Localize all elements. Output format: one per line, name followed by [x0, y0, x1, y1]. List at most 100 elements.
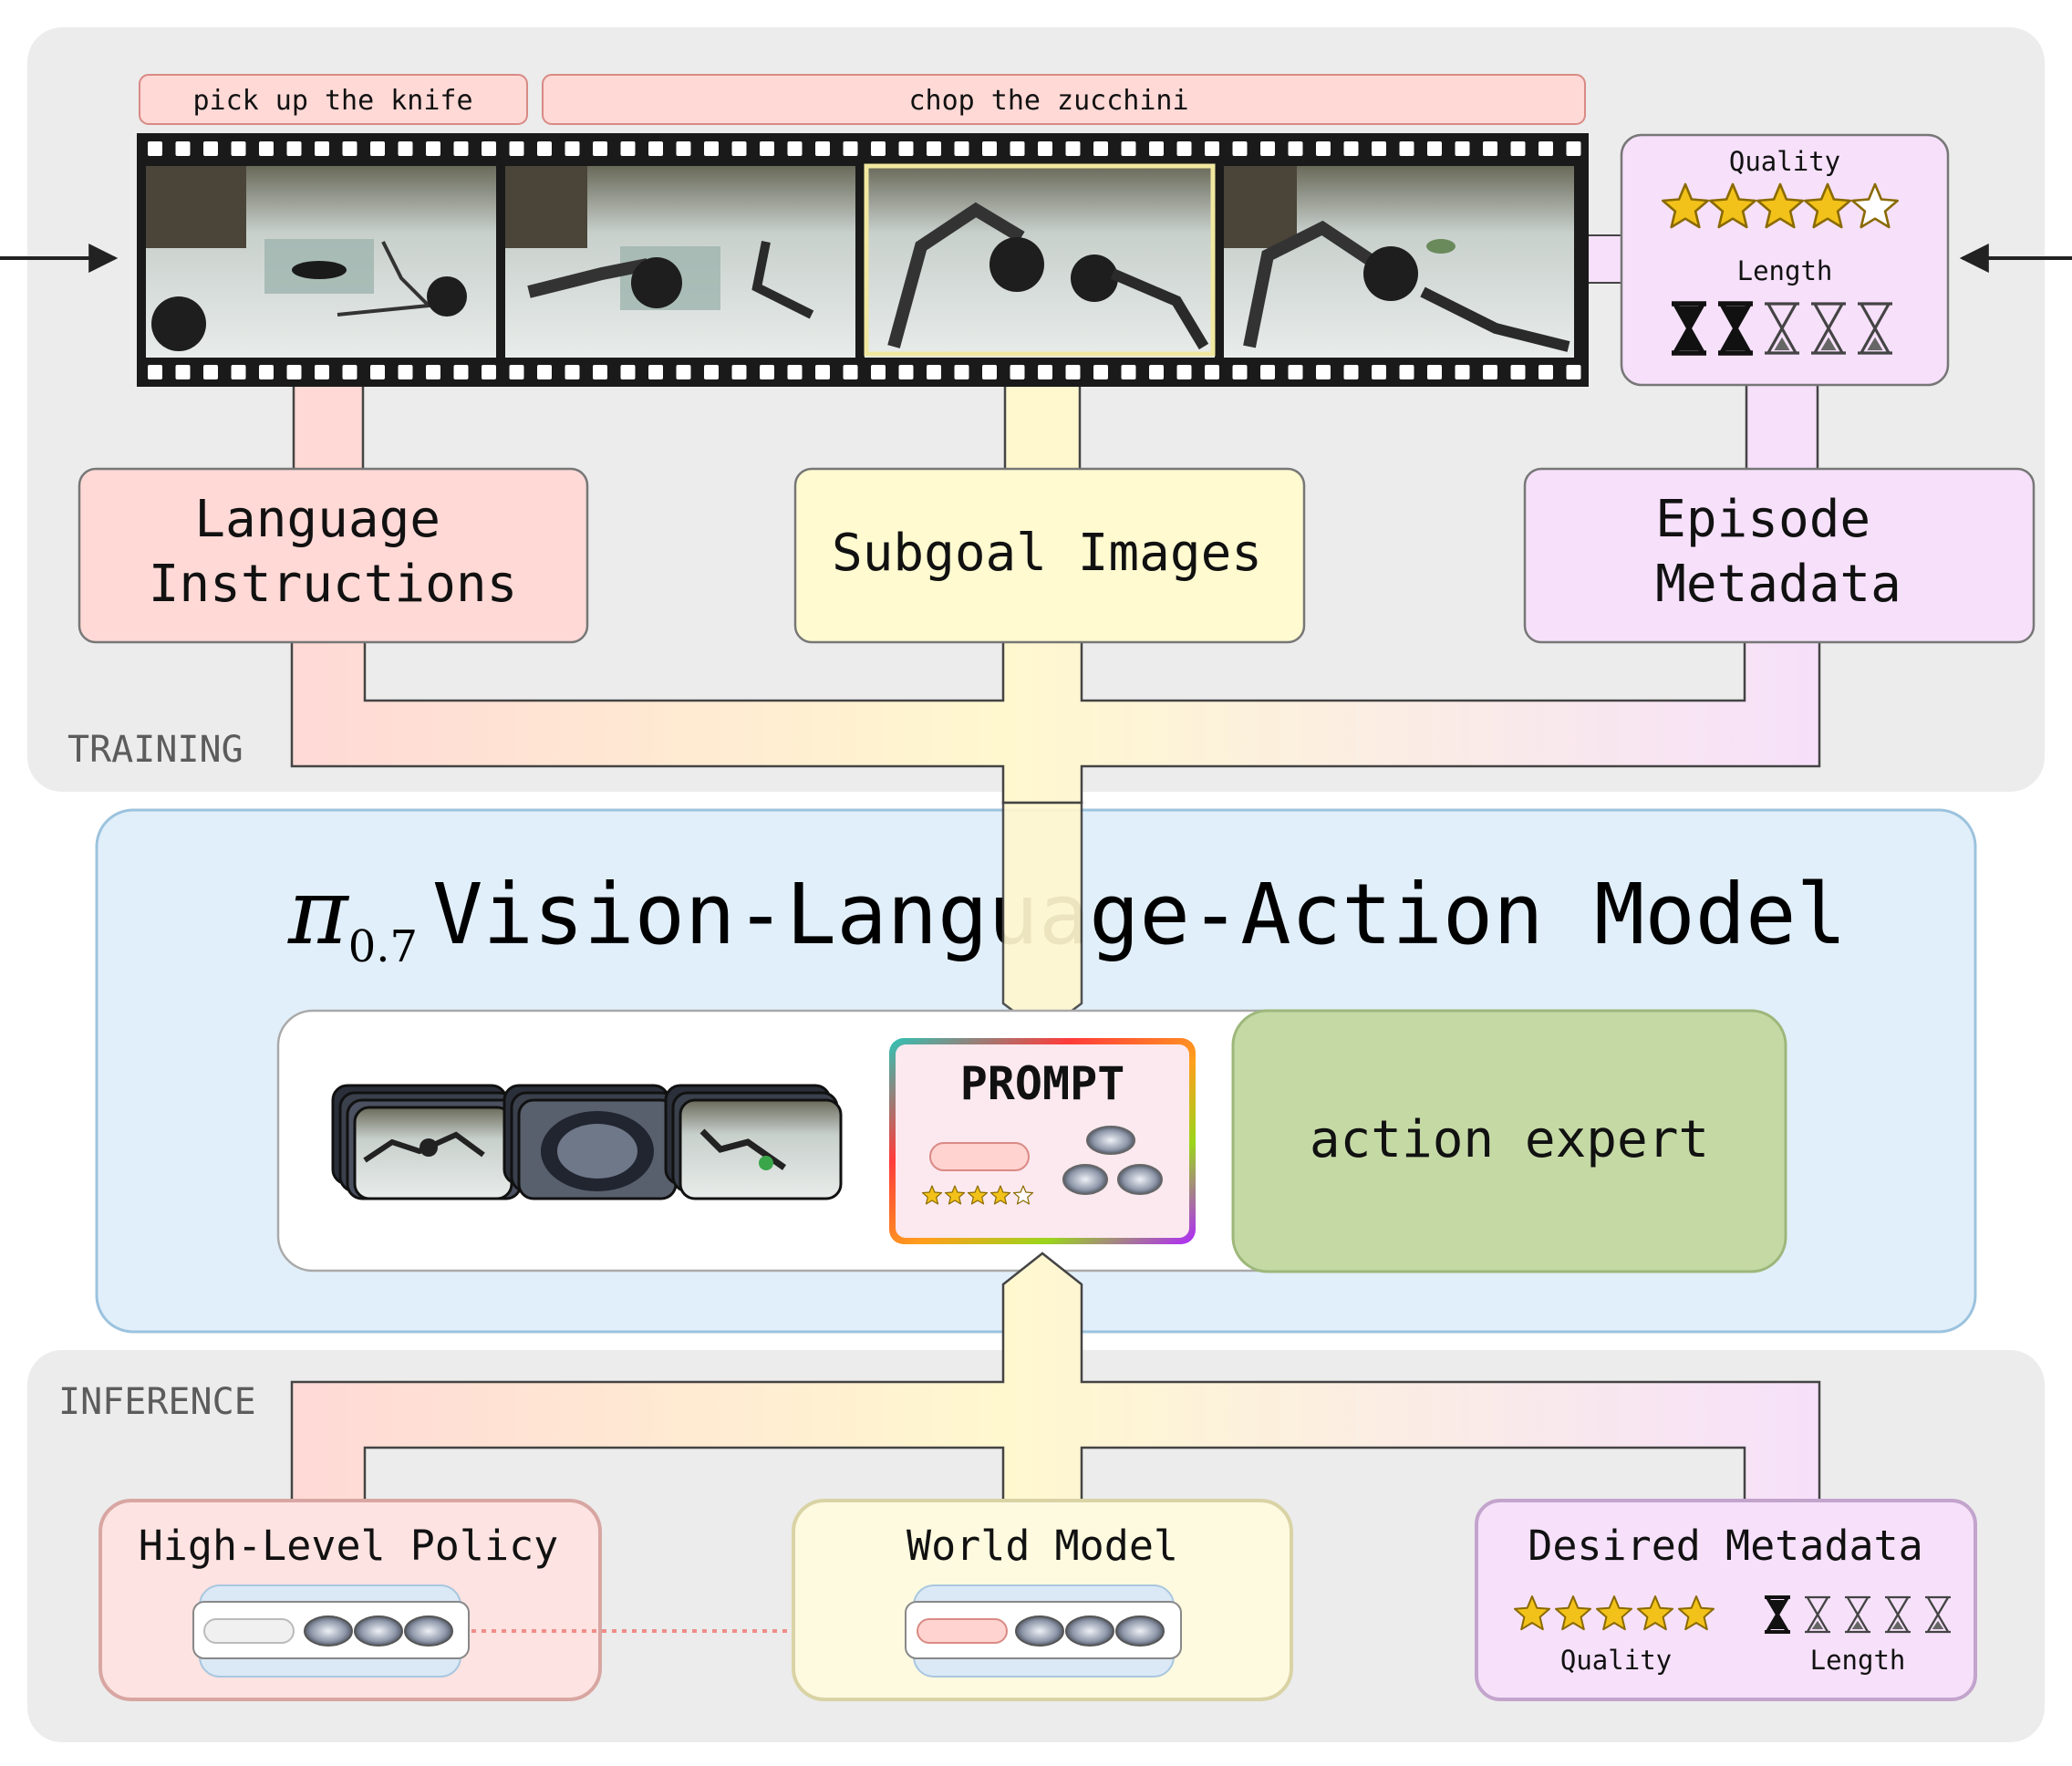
- film-sprocket-hole: [1483, 365, 1497, 379]
- film-sprocket-hole: [1260, 365, 1275, 379]
- filled-star-icon: [1514, 1595, 1550, 1631]
- film-sprocket-hole: [1399, 365, 1414, 379]
- film-sprocket-hole: [203, 365, 218, 379]
- filled-hourglass-icon: [1672, 301, 1706, 356]
- inference-label: INFERENCE: [58, 1381, 256, 1423]
- filled-star-icon: [1555, 1595, 1591, 1631]
- language-stem: [294, 381, 363, 469]
- filled-star-icon: [1637, 1595, 1673, 1631]
- policy-language-pill: [203, 1618, 295, 1644]
- film-sprocket-hole: [871, 141, 886, 156]
- film-sprocket-hole: [704, 365, 719, 379]
- desired-metadata-box: Desired Metadata Quality Length: [1475, 1499, 1977, 1701]
- film-sprocket-hole: [1038, 365, 1052, 379]
- film-sprocket-hole: [620, 141, 636, 156]
- film-sprocket-hole: [509, 141, 524, 156]
- filled-star-icon: [1804, 182, 1851, 229]
- metadata-length-label: Length: [1737, 255, 1833, 286]
- language-instructions-label: Language Instructions: [149, 490, 518, 614]
- empty-hourglass-icon: [1845, 1595, 1870, 1634]
- film-sprocket-hole: [1176, 365, 1192, 379]
- film-sprocket-hole: [898, 365, 914, 379]
- film-sprocket-hole: [1455, 365, 1470, 379]
- film-sprocket-hole: [815, 365, 830, 379]
- film-sprocket-hole: [1010, 141, 1025, 156]
- film-sprocket-hole: [1538, 365, 1553, 379]
- film-frame-2: [505, 166, 855, 358]
- metadata-quality-stars: [1662, 182, 1899, 229]
- empty-hourglass-icon: [1925, 1595, 1951, 1634]
- film-sprocket-hole: [398, 141, 413, 156]
- film-sprocket-hole: [620, 365, 636, 379]
- metadata-quality-label: Quality: [1729, 146, 1840, 177]
- empty-star-icon: [1012, 1185, 1034, 1205]
- film-sprocket-hole: [676, 141, 691, 156]
- filled-star-icon: [1662, 182, 1709, 229]
- film-sprocket-hole: [175, 141, 191, 156]
- pi-symbol: π: [287, 858, 350, 965]
- film-sprocket-hole: [1149, 141, 1164, 156]
- film-sprocket-hole: [593, 141, 607, 156]
- film-sprocket-hole: [1510, 365, 1526, 379]
- subgoal-images-label: Subgoal Images: [832, 524, 1262, 583]
- filled-hourglass-icon: [1718, 301, 1753, 356]
- film-sprocket-hole: [1232, 141, 1248, 156]
- observation-image-stack: [331, 1084, 843, 1200]
- film-strip: [137, 133, 1589, 387]
- world-model-label: World Model: [906, 1522, 1178, 1570]
- film-sprocket-hole: [898, 141, 914, 156]
- film-sprocket-hole: [482, 141, 496, 156]
- subgoal-images-box: [793, 467, 1306, 644]
- film-sprocket-hole: [1427, 141, 1442, 156]
- film-sprocket-hole: [231, 141, 246, 156]
- film-sprocket-hole: [1149, 365, 1164, 379]
- filled-star-icon: [1678, 1595, 1715, 1631]
- prompt-card: PROMPT: [889, 1038, 1196, 1244]
- film-sprocket-hole: [398, 365, 413, 379]
- filled-star-icon: [1596, 1595, 1632, 1631]
- film-sprocket-hole: [676, 365, 691, 379]
- language-instructions-box: [78, 467, 589, 644]
- film-sprocket-hole: [1065, 365, 1081, 379]
- film-sprocket-hole: [148, 141, 162, 156]
- prompt-language-pill: [929, 1142, 1030, 1171]
- film-sprocket-hole: [648, 365, 663, 379]
- pi-subscript: 0.7: [348, 921, 418, 972]
- film-sprocket-hole: [1510, 141, 1526, 156]
- film-sprocket-hole: [453, 365, 469, 379]
- film-sprocket-hole: [1427, 365, 1442, 379]
- empty-hourglass-icon: [1805, 1595, 1830, 1634]
- desired-metadata-title: Desired Metadata: [1528, 1522, 1922, 1570]
- film-sprocket-hole: [1343, 141, 1359, 156]
- desired-length-hourglasses: [1765, 1595, 1951, 1634]
- film-sprocket-hole: [1176, 141, 1192, 156]
- high-level-policy-box: High-Level Policy: [98, 1499, 602, 1701]
- film-sprocket-hole: [1121, 141, 1136, 156]
- empty-star-icon: [1851, 182, 1899, 229]
- film-sprocket-hole: [871, 365, 886, 379]
- episode-metadata-box: [1523, 467, 2036, 644]
- filled-star-icon: [989, 1185, 1011, 1205]
- film-sprocket-hole: [1065, 141, 1081, 156]
- film-sprocket-hole: [731, 141, 747, 156]
- film-sprocket-hole: [1399, 141, 1414, 156]
- filled-star-icon: [944, 1185, 966, 1205]
- image-stack-3: [664, 1084, 843, 1200]
- filled-star-icon: [1756, 182, 1804, 229]
- model-name: Vision-Language-Action Model: [432, 866, 1847, 963]
- film-sprocket-hole: [537, 141, 552, 156]
- film-sprocket-hole: [565, 365, 580, 379]
- film-sprocket-hole: [1372, 141, 1386, 156]
- metadata-length-hourglasses: [1672, 301, 1892, 356]
- training-label: TRAINING: [67, 729, 243, 771]
- film-sprocket-hole: [1232, 365, 1248, 379]
- film-to-metadata-link: [1586, 234, 1622, 284]
- film-sprocket-hole: [843, 141, 858, 156]
- desired-quality-stars: [1514, 1595, 1715, 1631]
- film-sprocket-hole: [342, 141, 357, 156]
- prompt-label: PROMPT: [960, 1057, 1125, 1110]
- film-sprocket-hole: [259, 365, 274, 379]
- film-sprocket-hole: [760, 365, 774, 379]
- film-sprocket-hole: [315, 141, 329, 156]
- film-sprocket-hole: [1205, 365, 1219, 379]
